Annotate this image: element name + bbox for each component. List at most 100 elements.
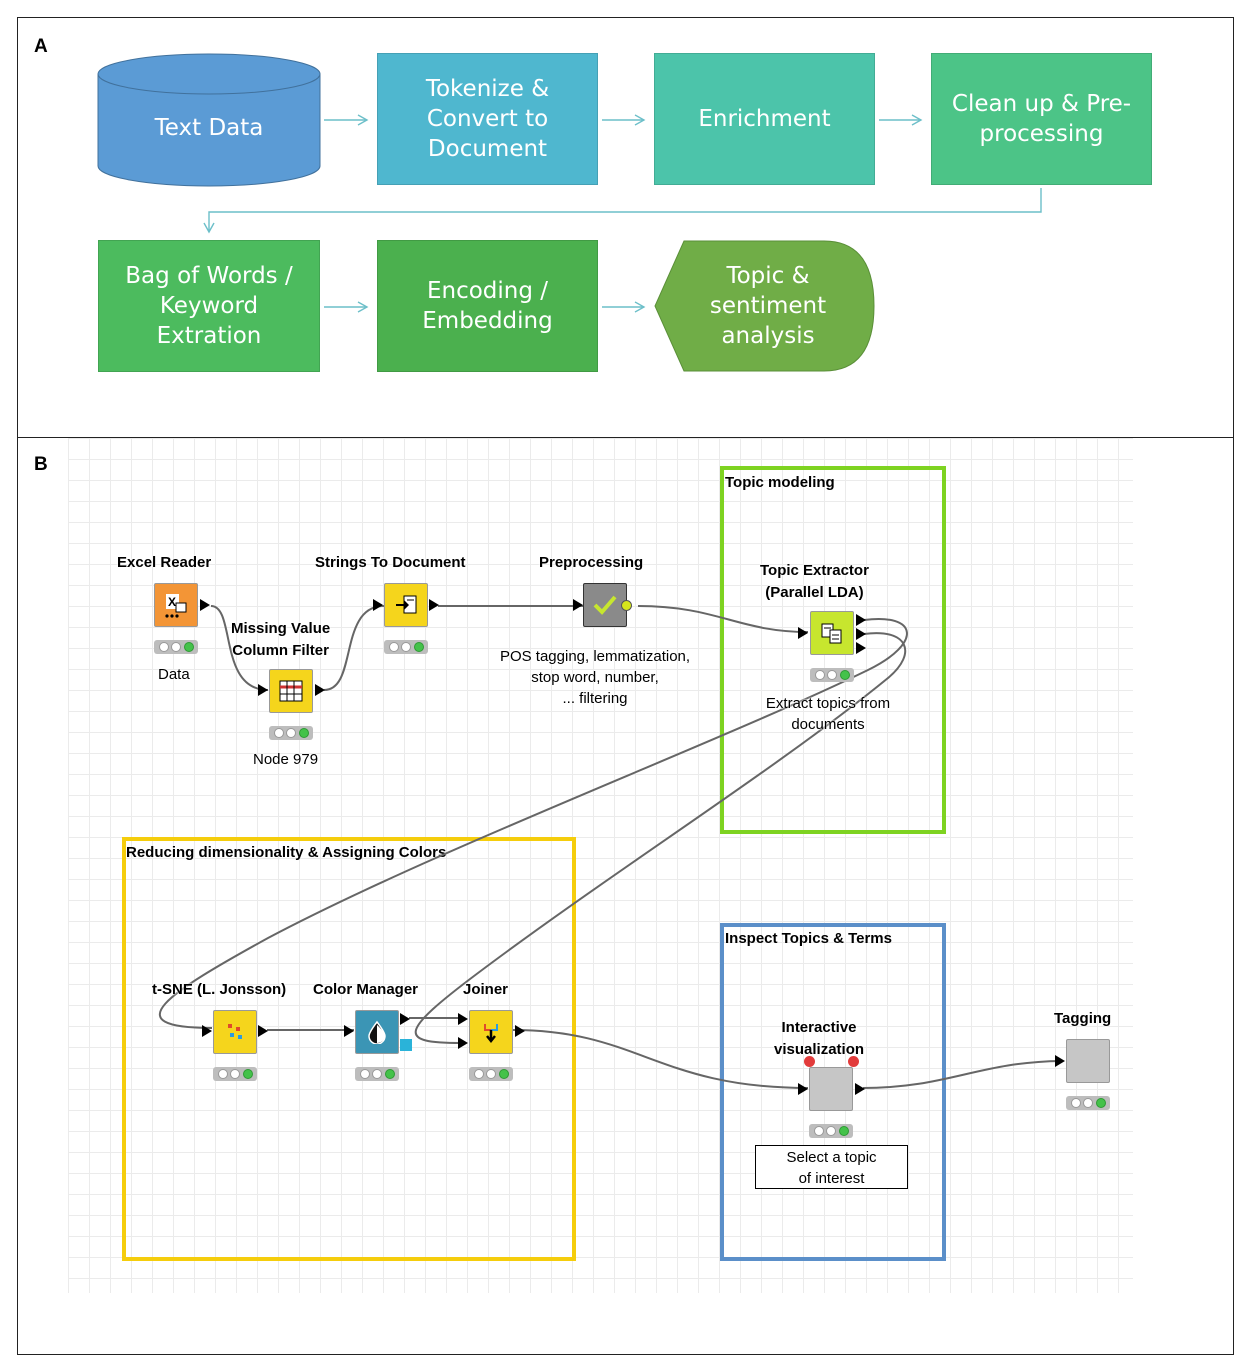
topic-extractor-out-port-1[interactable] bbox=[856, 614, 866, 626]
tokenize-box: Tokenize & Convert to Document bbox=[377, 53, 598, 185]
topic-sentiment-outline bbox=[654, 240, 875, 372]
preprocessing-out-port[interactable] bbox=[621, 600, 632, 611]
panel-b: B Topic modeling Reducing dimensionality… bbox=[17, 437, 1234, 1355]
interactive-vis-flow-port-2[interactable] bbox=[848, 1056, 859, 1067]
cleanup-label: Clean up & Pre-processing bbox=[952, 89, 1131, 149]
table-grid-icon bbox=[279, 680, 303, 702]
topic-sentiment-label-line-3: analysis bbox=[721, 323, 815, 349]
tsne-status bbox=[213, 1067, 257, 1081]
workflow-grid bbox=[68, 438, 1133, 1293]
tagging-in-port[interactable] bbox=[1055, 1055, 1065, 1067]
document-icon bbox=[396, 595, 417, 614]
svg-text:X: X bbox=[168, 595, 176, 609]
tokenize-label-line-3: Document bbox=[427, 136, 548, 162]
strings-to-doc-in-port[interactable] bbox=[373, 599, 383, 611]
check-icon bbox=[593, 595, 617, 615]
scatter-icon bbox=[228, 1024, 242, 1039]
topic-extractor-title-line2: (Parallel LDA) bbox=[765, 584, 864, 601]
topic-extractor-caption-line2: documents bbox=[791, 716, 865, 733]
group-inspect[interactable] bbox=[720, 923, 946, 1261]
excel-reader-title: Excel Reader bbox=[117, 554, 212, 571]
interactive-vis-title-line1: Interactive bbox=[781, 1019, 857, 1036]
cleanup-label-line-2: processing bbox=[979, 121, 1104, 147]
tagging-node[interactable] bbox=[1066, 1039, 1110, 1083]
tagging-title: Tagging bbox=[1054, 1010, 1112, 1027]
topic-extractor-caption-line1: Extract topics from bbox=[765, 695, 891, 712]
preprocessing-in-port[interactable] bbox=[573, 599, 583, 611]
joiner-in-port-2[interactable] bbox=[458, 1037, 468, 1049]
missing-value-in-port[interactable] bbox=[258, 684, 268, 696]
join-icon bbox=[484, 1024, 498, 1043]
wire-vis-tagging bbox=[862, 1060, 1062, 1089]
strings-to-doc-node[interactable] bbox=[384, 583, 428, 627]
missing-value-status bbox=[269, 726, 313, 740]
joiner-in-port-1[interactable] bbox=[458, 1013, 468, 1025]
interactive-vis-node[interactable] bbox=[809, 1067, 853, 1111]
missing-value-out-port[interactable] bbox=[315, 684, 325, 696]
arrow-4 bbox=[203, 188, 1042, 234]
excel-reader-node[interactable]: X bbox=[154, 583, 198, 627]
tsne-title: t-SNE (L. Jonsson) bbox=[152, 981, 287, 998]
text-data-box: Text Data bbox=[98, 93, 320, 163]
tokenize-label-line-2: Convert to bbox=[426, 106, 549, 132]
group-reducing[interactable] bbox=[122, 837, 576, 1261]
bag-of-words-label-line-2: Keyword bbox=[159, 293, 259, 319]
joiner-node[interactable] bbox=[469, 1010, 513, 1054]
color-model-port[interactable] bbox=[400, 1039, 412, 1051]
wire-topic-tsne bbox=[158, 618, 908, 1029]
preprocessing-caption-line3: ... filtering bbox=[562, 690, 628, 707]
interactive-vis-out-port[interactable] bbox=[855, 1083, 865, 1095]
tokenize-label-line-1: Tokenize & bbox=[425, 76, 550, 102]
interactive-vis-flow-port-1[interactable] bbox=[804, 1056, 815, 1067]
select-topic-line2: of interest bbox=[798, 1170, 865, 1187]
select-topic-line1: Select a topic bbox=[786, 1149, 877, 1166]
strings-to-doc-title: Strings To Document bbox=[315, 554, 466, 571]
encoding-box: Encoding /Embedding bbox=[377, 240, 598, 372]
text-data-cylinder bbox=[97, 53, 321, 187]
color-manager-in-port[interactable] bbox=[344, 1025, 354, 1037]
strings-to-doc-status bbox=[384, 640, 428, 654]
bag-of-words-label-line-1: Bag of Words / bbox=[125, 263, 293, 289]
cylinder-top bbox=[97, 53, 321, 95]
topic-sentiment-shape bbox=[654, 240, 875, 372]
panel-b-label: B bbox=[34, 454, 48, 475]
select-topic-box: Select a topic of interest bbox=[755, 1145, 908, 1189]
tsne-in-port[interactable] bbox=[202, 1025, 212, 1037]
cleanup-label-line-1: Clean up & Pre- bbox=[951, 91, 1132, 117]
topic-extractor-out-port-2[interactable] bbox=[856, 628, 866, 640]
color-manager-status bbox=[355, 1067, 399, 1081]
topic-extractor-node[interactable] bbox=[810, 611, 854, 655]
topic-icon bbox=[821, 623, 842, 644]
excel-icon: X bbox=[165, 594, 187, 618]
encoding-label-line-1: Encoding / bbox=[426, 278, 549, 304]
color-manager-title: Color Manager bbox=[313, 981, 419, 998]
group-topic-modeling[interactable] bbox=[720, 466, 946, 834]
tokenize-label: Tokenize & Convert to Document bbox=[426, 74, 549, 164]
excel-reader-out-port[interactable] bbox=[200, 599, 210, 611]
tsne-node[interactable] bbox=[213, 1010, 257, 1054]
preprocessing-caption-line2: stop word, number, bbox=[531, 669, 659, 686]
bag-of-words-label-line-3: Extration bbox=[156, 323, 262, 349]
flow-arrows bbox=[203, 114, 1042, 313]
missing-value-title-line2: Column Filter bbox=[232, 642, 329, 659]
topic-extractor-caption: Extract topics from documents bbox=[758, 693, 898, 735]
strings-to-doc-out-port[interactable] bbox=[429, 599, 439, 611]
missing-value-node[interactable] bbox=[269, 669, 313, 713]
preprocessing-node[interactable] bbox=[583, 583, 627, 627]
wire-excel-missing bbox=[210, 605, 269, 691]
tsne-out-port[interactable] bbox=[258, 1025, 268, 1037]
joiner-out-port[interactable] bbox=[515, 1025, 525, 1037]
drop-icon bbox=[368, 1020, 386, 1044]
topic-extractor-in-port[interactable] bbox=[798, 627, 808, 639]
group-inspect-title: Inspect Topics & Terms bbox=[725, 930, 892, 947]
topic-extractor-out-port-3[interactable] bbox=[856, 642, 866, 654]
color-manager-out-port[interactable] bbox=[400, 1013, 410, 1025]
interactive-vis-in-port[interactable] bbox=[798, 1083, 808, 1095]
color-manager-node[interactable] bbox=[355, 1010, 399, 1054]
missing-value-caption: Node 979 bbox=[253, 751, 319, 768]
group-topic-modeling-title: Topic modeling bbox=[725, 474, 835, 491]
